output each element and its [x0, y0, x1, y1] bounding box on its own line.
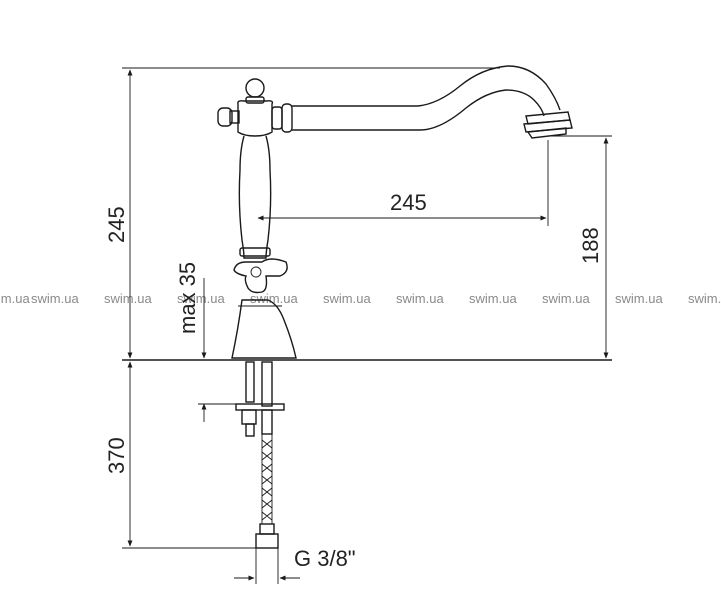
aerator-3	[526, 127, 567, 139]
spout	[292, 65, 573, 139]
spout-outer	[292, 65, 561, 111]
dimension-spout-height: 188	[548, 135, 612, 359]
dimension-hose-length: 370	[104, 361, 256, 549]
cross-hub	[250, 266, 262, 278]
watermark-row: swim.ua swim.ua swim.ua swim.ua swim.ua …	[0, 291, 721, 306]
aerator-2	[523, 119, 573, 133]
finial	[245, 78, 265, 98]
dimension-label: 188	[578, 227, 603, 264]
left-knob-neck	[229, 110, 240, 124]
watermark: swim.ua	[177, 291, 225, 306]
left-knob	[217, 107, 233, 127]
dimension-reach: 245	[257, 140, 549, 226]
threaded-rod	[245, 361, 255, 403]
base-bell	[231, 299, 297, 359]
supply-pipe	[261, 361, 273, 407]
dimension-label: max 35	[175, 262, 200, 334]
dimension-label: G 3/8"	[294, 546, 356, 571]
dimension-deck-thickness: max 35	[175, 262, 236, 422]
watermark: swim.ua	[542, 291, 590, 306]
mounting-nut	[241, 409, 257, 425]
dimension-label: 245	[104, 206, 129, 243]
faucet-body	[217, 78, 297, 359]
column	[238, 135, 272, 259]
column-ring	[239, 247, 271, 257]
watermark: swim.ua	[688, 291, 721, 306]
dimension-thread: G 3/8"	[234, 546, 356, 584]
watermark: swim.ua	[31, 291, 79, 306]
watermark: swim.ua	[104, 291, 152, 306]
rod-end	[245, 423, 255, 437]
watermark: swim.ua	[250, 291, 298, 306]
watermark: swim.ua	[0, 291, 30, 306]
finial-collar	[245, 96, 265, 104]
watermark: swim.ua	[396, 291, 444, 306]
hose-ferrule	[259, 523, 275, 535]
watermark: swim.ua	[615, 291, 663, 306]
spout-inner	[292, 89, 545, 131]
watermark: swim.ua	[323, 291, 371, 306]
hose-collar	[261, 409, 273, 435]
top-cap	[237, 100, 274, 137]
mounting-plate	[235, 403, 285, 411]
right-collar	[271, 106, 283, 130]
right-collar-2	[281, 103, 293, 133]
cross-handle	[233, 258, 288, 294]
watermark: swim.ua	[469, 291, 517, 306]
dimension-label: 370	[104, 437, 129, 474]
dimension-total-height: 245	[104, 67, 500, 359]
below-deck	[235, 361, 285, 549]
braided-hose	[261, 434, 273, 524]
dimension-label: 245	[390, 190, 427, 215]
hose-nut	[255, 533, 279, 549]
